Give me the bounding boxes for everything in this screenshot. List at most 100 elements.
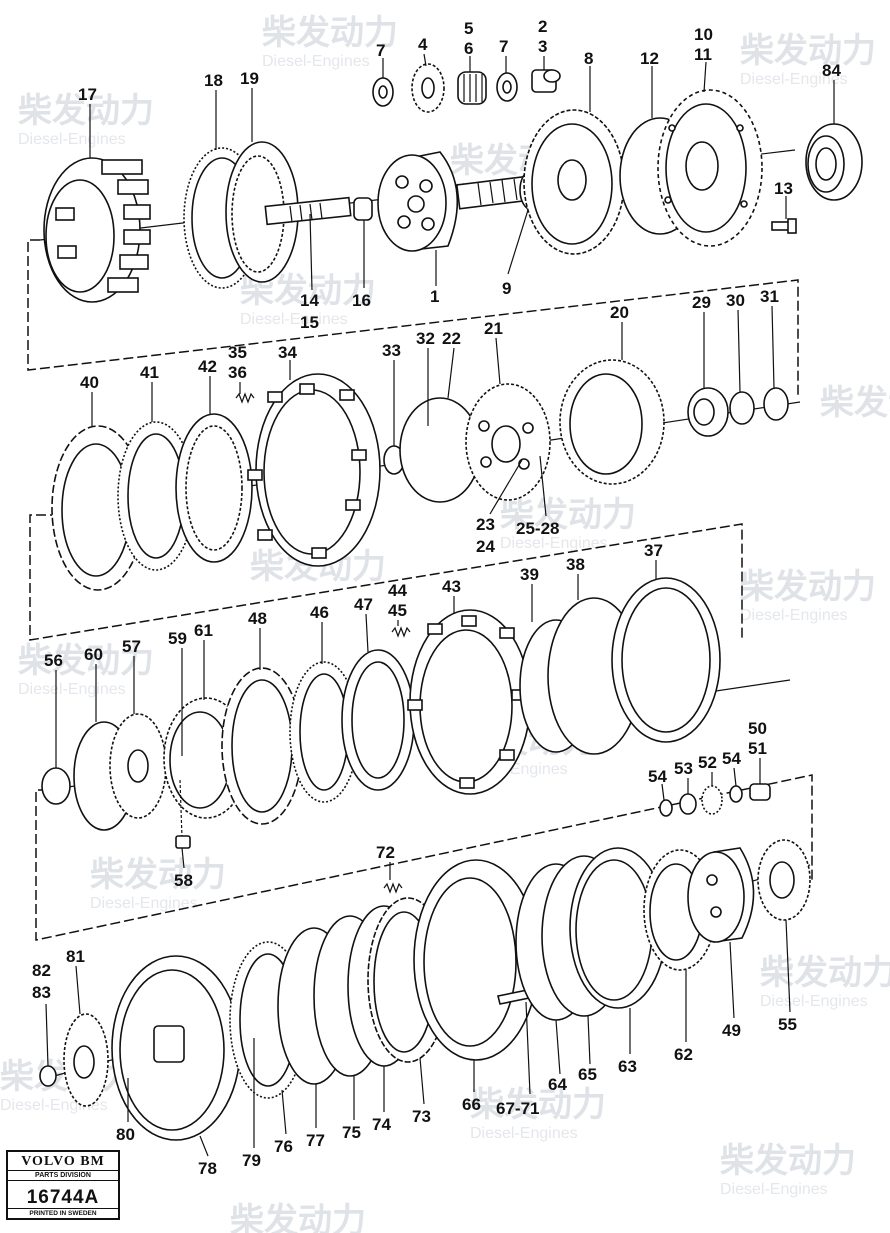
callout-label: 24 — [476, 537, 495, 556]
callout-label: 32 — [416, 329, 435, 348]
part-gear-57 — [109, 713, 167, 819]
watermark-sub: Diesel-Engines — [262, 53, 370, 70]
callout-label: 2 — [538, 17, 547, 36]
part-ring-30 — [729, 391, 755, 425]
plate-brand: VOLVO BM — [8, 1152, 118, 1171]
callout-label: 74 — [372, 1115, 391, 1134]
watermark-sub: Diesel-Engines — [240, 311, 348, 328]
watermark-brand: 柴发动力 — [18, 92, 154, 130]
part-cylinder-63 — [569, 847, 667, 1009]
callout-label: 11 — [694, 45, 712, 64]
callout-label: 20 — [610, 303, 629, 322]
plate-footer: PRINTED IN SWEDEN — [8, 1208, 118, 1218]
callout-label: 10 — [694, 25, 713, 44]
callout-label: 5 — [464, 19, 473, 38]
part-spring-44 — [391, 626, 411, 638]
callout-label: 31 — [760, 287, 779, 306]
watermark-brand: 柴发动力 — [720, 1142, 856, 1180]
callout-label: 66 — [462, 1095, 481, 1114]
part-bolt-13 — [771, 218, 797, 234]
assembly-dashed-lines — [27, 239, 813, 941]
callout-label: 12 — [640, 49, 659, 68]
callout-label: 7 — [376, 41, 385, 60]
callout-label: 83 — [32, 983, 51, 1002]
callout-label: 36 — [228, 363, 247, 382]
callout-label: 22 — [442, 329, 461, 348]
part-seal-37 — [611, 577, 721, 743]
callout-label: 79 — [242, 1151, 261, 1170]
callout-label: 80 — [116, 1125, 135, 1144]
callout-label: 46 — [310, 603, 329, 622]
callout-label: 81 — [66, 947, 85, 966]
callout-label: 57 — [122, 637, 141, 656]
part-spring-35 — [235, 392, 255, 404]
part-gear-81 — [63, 1013, 109, 1107]
callout-label: 4 — [418, 35, 428, 54]
callout-label: 61 — [194, 621, 213, 640]
callout-label: 53 — [674, 759, 693, 778]
part-bearing-29 — [687, 387, 729, 437]
callout-label: 16 — [352, 291, 371, 310]
callout-label: 72 — [376, 843, 395, 862]
watermark-sub: Diesel-Engines — [470, 1125, 578, 1142]
callout-label: 19 — [240, 69, 259, 88]
part-washer-54a — [659, 799, 673, 817]
parts-plate: VOLVO BM PARTS DIVISION 16744A PRINTED I… — [6, 1150, 120, 1220]
part-bearing-84 — [805, 123, 863, 201]
part-bearing-53 — [679, 793, 697, 815]
callout-label: 73 — [412, 1107, 431, 1126]
callout-label: 6 — [464, 39, 473, 58]
callout-label: 40 — [80, 373, 99, 392]
watermark-sub: Diesel-Engines — [740, 71, 848, 88]
callout-label: 7 — [499, 37, 508, 56]
callout-label: 63 — [618, 1057, 637, 1076]
callout-label: 64 — [548, 1075, 567, 1094]
callout-labels: 7 4 5 6 7 2 3 8 10 11 12 84 17 18 19 13 … — [32, 17, 841, 1178]
watermark-brand: 柴发动力 — [740, 568, 876, 606]
callout-label: 17 — [78, 85, 97, 104]
watermark-sub: Diesel-Engines — [760, 993, 868, 1010]
watermark-sub: Diesel-Engines — [90, 895, 198, 912]
callout-label: 38 — [566, 555, 585, 574]
callout-label: 14 — [300, 291, 319, 310]
part-planet-carrier-49 — [687, 847, 755, 943]
part-nut-82 — [39, 1065, 57, 1087]
callout-label: 50 — [748, 719, 767, 738]
part-long-shaft — [455, 174, 541, 210]
callout-label: 35 — [228, 343, 247, 362]
watermark-brand: 柴发动力 — [760, 954, 890, 992]
watermark-sub: Diesel-Engines — [740, 607, 848, 624]
part-clutch-plate-42 — [175, 413, 253, 563]
watermarks: 柴发动力 Diesel-Engines 柴发动力 Diesel-Engines … — [0, 14, 890, 1233]
callout-label: 21 — [484, 319, 503, 338]
callout-label: 9 — [502, 279, 511, 298]
part-sun-gear-21 — [465, 383, 551, 501]
callout-label: 43 — [442, 577, 461, 596]
part-piston-66 — [413, 859, 539, 1061]
part-spring-72 — [383, 882, 403, 894]
callout-label: 75 — [342, 1123, 361, 1142]
callout-label: 37 — [644, 541, 663, 560]
callout-label: 84 — [822, 61, 841, 80]
callout-label: 67-71 — [496, 1099, 539, 1118]
callout-label: 29 — [692, 293, 711, 312]
callout-label: 54 — [722, 749, 741, 768]
callout-label: 33 — [382, 341, 401, 360]
callout-label: 51 — [748, 739, 767, 758]
watermark-sub: Diesel-Engines — [18, 131, 126, 148]
part-drum-17 — [43, 157, 151, 303]
callout-label: 60 — [84, 645, 103, 664]
plate-number: 16744A — [26, 1187, 100, 1208]
callout-label: 45 — [388, 601, 407, 620]
plate-division: PARTS DIVISION — [8, 1171, 118, 1181]
part-bearing-16 — [353, 197, 373, 221]
part-ring-19 — [225, 141, 299, 283]
part-bushing-56 — [41, 767, 71, 805]
callout-label: 13 — [774, 179, 793, 198]
watermark-brand: 柴发动力 — [90, 856, 226, 894]
callout-label: 42 — [198, 357, 217, 376]
part-washer-54b — [729, 785, 743, 803]
part-piston-34 — [247, 373, 381, 567]
callout-label: 78 — [198, 1159, 217, 1178]
